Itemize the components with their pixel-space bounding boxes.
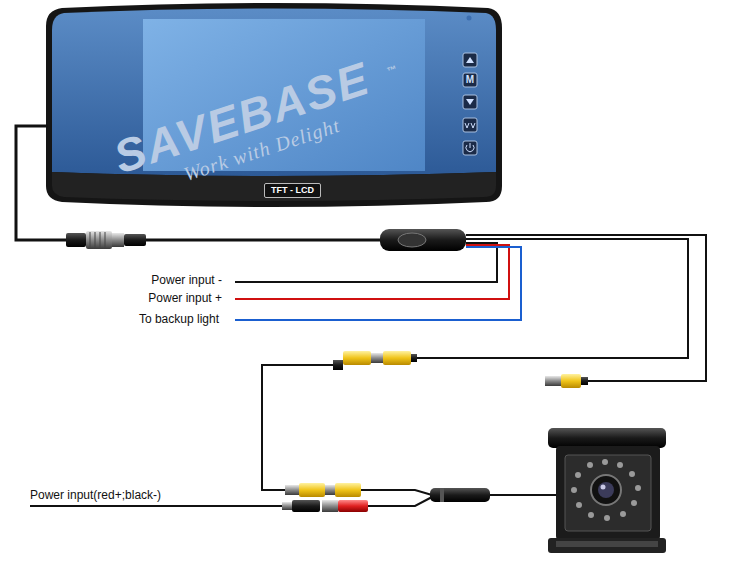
camera-plugs xyxy=(282,483,490,512)
button-label: M xyxy=(466,74,474,86)
aviation-connector xyxy=(66,231,146,249)
power-wires xyxy=(235,235,706,381)
wire-label: Power input + xyxy=(148,292,222,306)
wire-label: To backup light xyxy=(139,313,219,327)
model-badge: TFT - LCD xyxy=(264,183,321,198)
mirror-monitor xyxy=(46,3,502,207)
badge-text: TFT - LCD xyxy=(271,185,314,196)
rca-coupler xyxy=(333,351,417,370)
rca-plug xyxy=(545,374,588,388)
video-cable xyxy=(30,365,556,506)
wire-label: Power input(red+;black-) xyxy=(30,489,161,503)
splitter-box xyxy=(380,229,466,251)
backup-camera xyxy=(548,428,666,553)
wire-label: Power input - xyxy=(151,274,222,288)
